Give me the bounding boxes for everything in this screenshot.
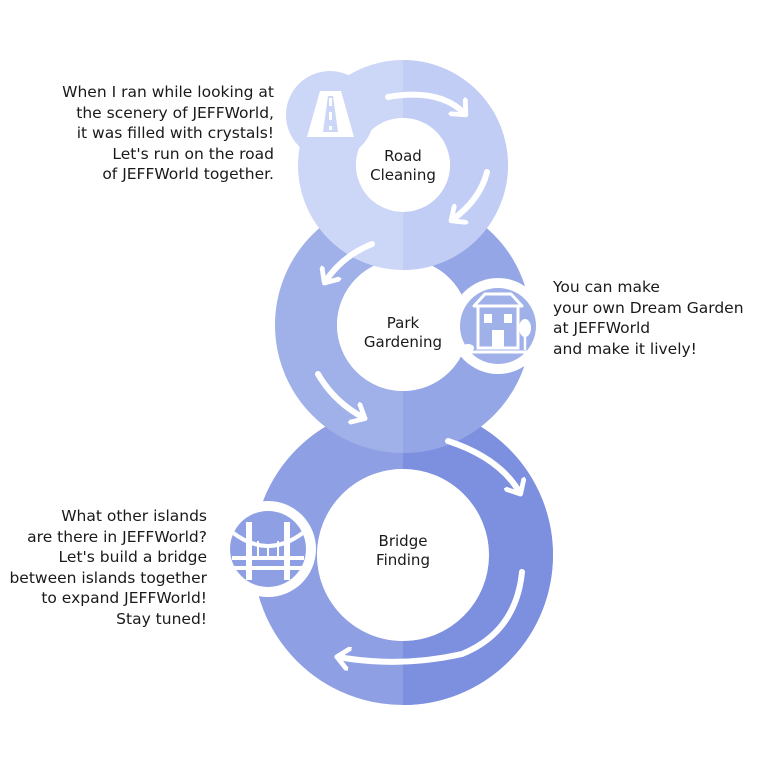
flow-arrow-road-right (452, 169, 490, 220)
flow-arrow-bridge-bottom (338, 569, 525, 662)
park-gardening-title: Park Gardening (363, 314, 443, 351)
flow-arrow-park-top (325, 241, 375, 282)
bridge-finding-description: What other islands are there in JEFFWorl… (9, 507, 207, 628)
road-cleaning-description: When I ran while looking at the scenery … (62, 83, 274, 183)
flow-arrow-park-bottom (315, 371, 364, 418)
bridge-icon (220, 501, 316, 597)
road-cleaning-title: Road Cleaning (370, 147, 436, 184)
house-garden-icon (450, 278, 546, 374)
flow-arrow-bridge-right (445, 438, 520, 493)
park-gardening-description: You can make your own Dream Garden at JE… (553, 278, 744, 358)
bridge-finding-title: Bridge Finding (376, 532, 430, 569)
road-icon (286, 71, 374, 159)
flow-arrow-road-top (385, 91, 465, 114)
